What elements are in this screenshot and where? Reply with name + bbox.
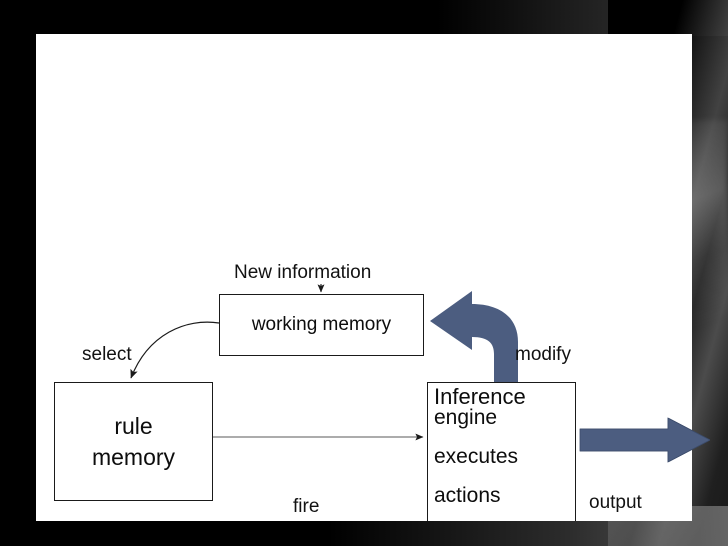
modify-block-arrow-icon (430, 291, 518, 390)
node-working-memory-label: working memory (251, 314, 392, 335)
label-new-information: New information (234, 262, 372, 283)
node-rule-memory-label-line2: memory (91, 443, 176, 470)
label-modify: modify (515, 344, 571, 365)
slide-canvas: working memory rule memory Inference eng… (36, 34, 710, 521)
edge-select-curve (130, 321, 220, 379)
diagram-area: working memory rule memory Inference eng… (36, 34, 692, 521)
node-rule-memory-label-line1: rule (114, 413, 153, 440)
node-inference-engine-label-line3: executes (434, 445, 519, 469)
label-fire: fire (293, 496, 320, 517)
node-inference-engine-label-line2: engine (434, 406, 498, 430)
node-rule-memory[interactable]: rule memory (54, 382, 213, 501)
node-working-memory[interactable]: working memory (219, 294, 424, 356)
label-output: output (589, 492, 642, 513)
label-select: select (82, 344, 132, 365)
node-inference-engine-label-line1: Inference (434, 384, 526, 409)
background-top-gradient (0, 0, 728, 36)
output-block-arrow-icon (579, 417, 692, 463)
node-inference-engine-label-line4: actions (434, 484, 501, 508)
node-inference-engine[interactable]: Inference engine executes actions (427, 382, 576, 521)
